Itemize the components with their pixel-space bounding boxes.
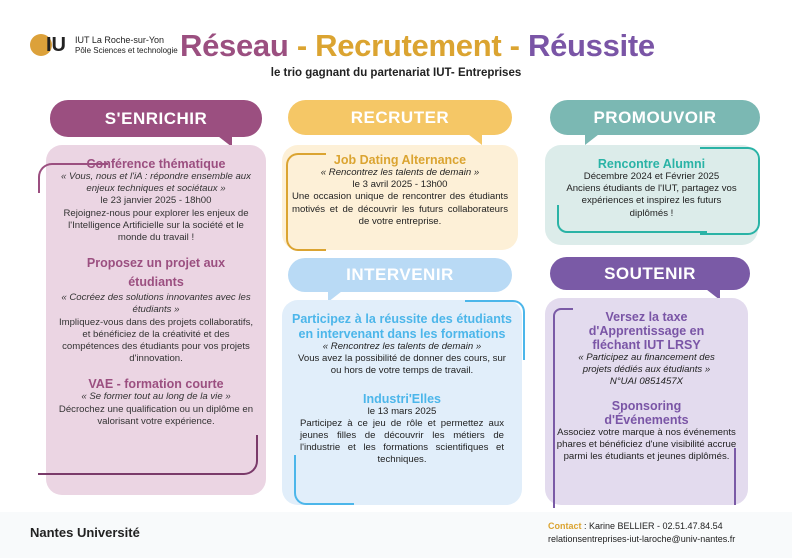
bubble-label: SOUTENIR	[604, 263, 696, 283]
item-title: Conférence thématique	[86, 157, 226, 171]
item-title: Participez à la réussite des étudiants e…	[292, 312, 512, 341]
promouvoir-box: Rencontre Alumni Décembre 2024 et Févrie…	[545, 145, 760, 245]
bubble-label: RECRUTER	[350, 107, 450, 127]
contact-info: Contact : Karine BELLIER - 02.51.47.84.5…	[548, 520, 735, 546]
item-text: Impliquez-vous dans des projets collabor…	[58, 316, 254, 365]
bubble-label: S'ENRICHIR	[104, 108, 208, 128]
recruter-box: Job Dating Alternance « Rencontrez les t…	[282, 145, 518, 251]
item-quote: « Rencontrez les talents de demain »	[322, 341, 482, 352]
item-text: Une occasion unique de rencontrer des ét…	[292, 191, 508, 227]
item-date: le 3 avril 2025 - 13h00	[352, 179, 448, 191]
item-quote: « Participez au financement des projets …	[578, 352, 715, 376]
item-text: Anciens étudiants de l'IUT, partagez vos…	[566, 183, 737, 219]
soutenir-box: Versez la taxe d'Apprentissage en flécha…	[545, 298, 748, 508]
item-title: VAE - formation courte	[88, 377, 224, 392]
intervenir-box: Participez à la réussite des étudiants e…	[282, 300, 525, 505]
item-text: Associez votre marque à nos événements p…	[556, 426, 737, 463]
item-quote: « Vous, nous et l'iA : répondre ensemble…	[61, 171, 251, 195]
contact-email[interactable]: relationsentreprises-iut-laroche@univ-na…	[548, 534, 736, 544]
bubble-senrichir: S'ENRICHIR	[50, 100, 262, 147]
item-title: Sponsoring d'Événements	[604, 398, 689, 427]
item-date: le 23 janvier 2025 - 18h00	[100, 195, 212, 207]
iut-logo-mark: IU	[30, 34, 70, 56]
bubble-soutenir: SOUTENIR	[550, 257, 750, 300]
item-text: Décrochez une qualification ou un diplôm…	[58, 403, 254, 427]
bubble-intervenir: INTERVENIR	[288, 258, 512, 302]
item-text: Participez à ce jeu de rôle et permettez…	[300, 417, 504, 466]
logo-line1: IUT La Roche-sur-Yon	[75, 34, 165, 45]
uai-code: N°UAI 0851457X	[609, 376, 684, 388]
item-text: Vous avez la possibilité de donner des c…	[298, 353, 506, 377]
contact-text: : Karine BELLIER - 02.51.47.84.54	[581, 521, 723, 531]
subtitle: le trio gagnant du partenariat IUT- Entr…	[270, 67, 522, 79]
item-quote: « Se former tout au long de la vie »	[81, 391, 231, 403]
title-reseau: Réseau	[180, 28, 289, 63]
item-title: Versez la taxe d'Apprentissage en flécha…	[588, 310, 705, 352]
logo-line2: Pôle Sciences et technologie	[75, 45, 178, 55]
item-title: Rencontre Alumni	[597, 157, 706, 171]
enrichir-box: Conférence thématique « Vous, nous et l'…	[38, 145, 266, 495]
item-title: Job Dating Alternance	[333, 153, 467, 167]
page-title: Réseau - Recrutement - Réussite	[180, 28, 655, 64]
nantes-universite-logo: Nantes Université	[30, 525, 140, 540]
item-title: Industri'Elles	[363, 391, 441, 406]
item-date: le 13 mars 2025	[367, 405, 437, 417]
bubble-recruter: RECRUTER	[288, 100, 512, 145]
item-date: Décembre 2024 et Février 2025	[583, 171, 720, 182]
title-reussite: Réussite	[528, 28, 655, 63]
title-sep: -	[288, 28, 316, 63]
footer	[0, 512, 792, 558]
bubble-promouvoir: PROMOUVOIR	[550, 100, 760, 145]
bubble-label: INTERVENIR	[346, 265, 454, 284]
item-text: Rejoignez-nous pour explorer les enjeux …	[63, 207, 249, 244]
contact-label: Contact	[548, 521, 582, 531]
item-quote: « Rencontrez les talents de demain »	[320, 167, 480, 178]
title-recrutement: Recrutement	[315, 28, 502, 63]
bubble-label: PROMOUVOIR	[593, 107, 717, 127]
item-quote: « Cocréez des solutions innovantes avec …	[61, 292, 251, 316]
item-title: Proposez un projet aux étudiants	[86, 256, 226, 290]
title-sep: -	[501, 28, 529, 63]
